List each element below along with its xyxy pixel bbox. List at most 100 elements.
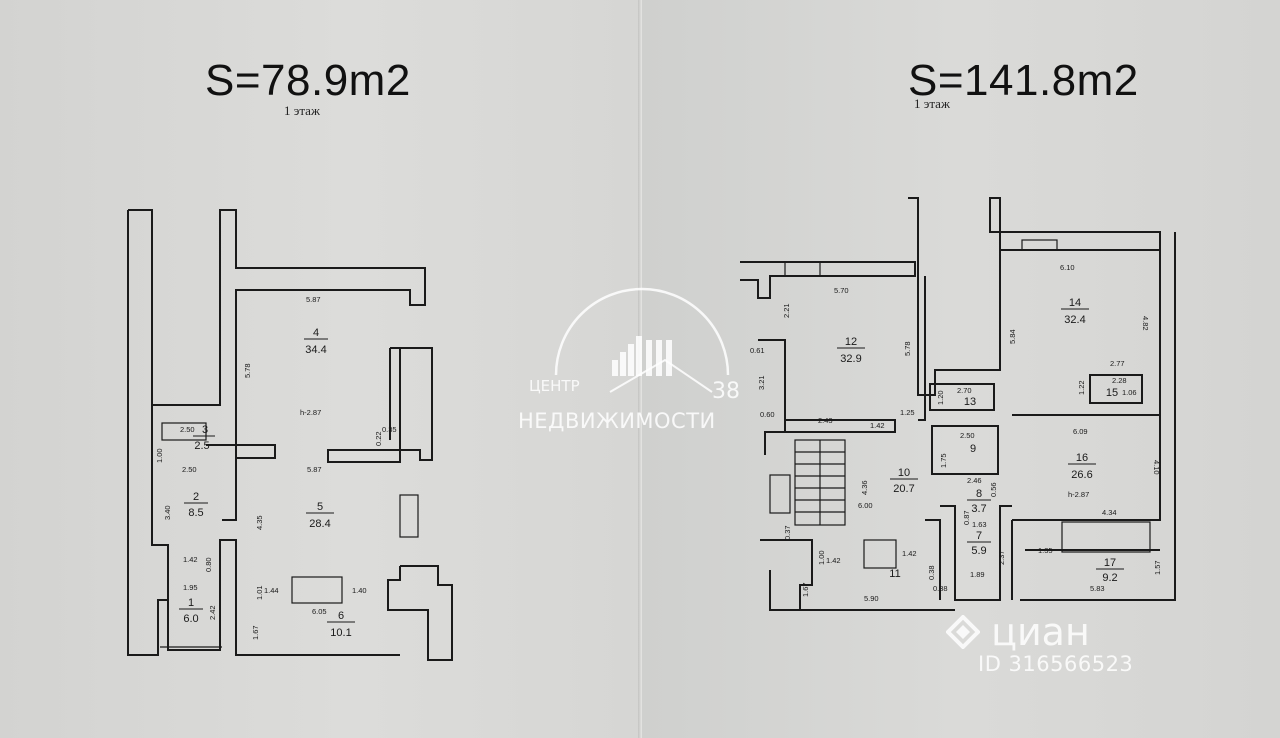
right-plan-column [863, 539, 897, 569]
left-plan-column [291, 576, 343, 604]
right-stairs-top [1021, 239, 1058, 251]
right-plan-wall [760, 539, 813, 611]
right-dim: 1.42 [902, 549, 917, 558]
right-plan-wall [940, 505, 1012, 601]
left-height-note: h-2.87 [300, 408, 321, 417]
svg-text:6.0: 6.0 [183, 613, 198, 625]
right-dim: 4.34 [1102, 508, 1117, 517]
right-dim: 1.20 [936, 390, 945, 405]
watermark-line2: НЕДВИЖИМОСТИ [518, 409, 716, 433]
right-dim: 0.60 [760, 410, 775, 419]
right-room-9-wall [931, 425, 999, 475]
svg-text:28.4: 28.4 [309, 518, 330, 530]
right-dim: 4.10 [1152, 460, 1161, 475]
right-dim: 6.10 [1060, 263, 1075, 272]
right-room-17: 17 9.2 [1096, 557, 1124, 584]
right-plan-wall [785, 419, 896, 433]
left-plan-column [399, 494, 419, 538]
right-plan-column [769, 474, 791, 514]
left-dim: 1.44 [264, 586, 279, 595]
right-dim: 0.87 [962, 510, 971, 525]
agency-watermark: ЦЕНТР 38 НЕДВИЖИМОСТИ [518, 287, 740, 433]
left-room-3: 3 2.5 [193, 424, 215, 452]
svg-text:7: 7 [976, 530, 982, 542]
right-floor-plan: 12 32.9 14 32.4 13 15 9 10 20.7 16 26.6 [740, 197, 1176, 611]
right-dim: 1.35 [1038, 546, 1053, 555]
right-room-16: 16 26.6 [1068, 452, 1096, 481]
right-dim: 2.28 [1112, 376, 1127, 385]
right-plan-column [1061, 521, 1151, 553]
left-floor-plan: 4 34.4 3 2.5 2 8.5 5 28.4 1 6.0 6 10.1 [127, 209, 453, 661]
left-dim: 1.00 [155, 448, 164, 463]
right-room-13-wall [929, 383, 995, 411]
right-dim: 1.67 [801, 582, 810, 597]
cian-watermark: циан [945, 610, 1090, 654]
right-dim: 0.38 [927, 565, 936, 580]
watermark-line1: ЦЕНТР [529, 377, 580, 395]
right-dim: 2.70 [957, 386, 972, 395]
right-area-title: S=141.8m2 [908, 56, 1139, 105]
right-plan-wall [908, 197, 1161, 420]
right-room-15: 15 [1106, 387, 1118, 399]
right-dim: 5.83 [1090, 584, 1105, 593]
right-room-10: 10 20.7 [890, 467, 918, 495]
svg-text:5.9: 5.9 [971, 545, 986, 557]
right-room-15-wall [1089, 374, 1143, 404]
right-dim: 5.90 [864, 594, 879, 603]
watermark-number: 38 [712, 379, 740, 404]
right-room-7: 7 5.9 [967, 530, 991, 557]
svg-text:5: 5 [317, 501, 323, 513]
svg-text:1: 1 [188, 597, 194, 609]
left-room-4: 4 34.4 [304, 327, 328, 356]
left-floor-label: 1 этаж [284, 103, 320, 118]
right-dim: 4.82 [1141, 316, 1150, 331]
right-dim: 2.50 [960, 431, 975, 440]
svg-text:20.7: 20.7 [893, 483, 914, 495]
svg-text:32.9: 32.9 [840, 353, 861, 365]
left-room-2: 2 8.5 [184, 491, 208, 519]
left-dim: 1.95 [183, 583, 198, 592]
right-dim: 1.75 [939, 453, 948, 468]
left-sheet [0, 0, 640, 738]
right-plan-wall [1020, 232, 1176, 601]
left-dim: 5.87 [307, 465, 322, 474]
right-room-8: 8 3.7 [967, 488, 991, 515]
right-dim: 0.56 [989, 482, 998, 497]
right-dim: 2.46 [967, 476, 982, 485]
right-dim: 1.22 [1077, 380, 1086, 395]
right-dim: 0.37 [783, 525, 792, 540]
right-dim: 2.37 [997, 550, 1006, 565]
right-stairs [794, 439, 846, 526]
svg-text:6: 6 [338, 610, 344, 622]
left-room-6: 6 10.1 [327, 610, 355, 639]
svg-text:8.5: 8.5 [188, 507, 203, 519]
left-plan-wall [327, 347, 433, 463]
right-dim: 1.42 [826, 556, 841, 565]
svg-text:13: 13 [964, 396, 976, 408]
svg-text:10.1: 10.1 [330, 627, 351, 639]
right-room-14: 14 32.4 [1061, 297, 1089, 326]
left-dim: 1.01 [255, 585, 264, 600]
right-dim: 4.36 [860, 480, 869, 495]
right-room-11: 11 [889, 568, 900, 580]
right-dim: 1.00 [817, 550, 826, 565]
left-plan-wall [206, 444, 276, 459]
cian-listing-id: ID 316566523 [978, 652, 1134, 676]
left-room-1: 1 6.0 [179, 597, 203, 625]
left-dim: 2.50 [180, 425, 195, 434]
left-dim: 0.80 [204, 557, 213, 572]
svg-text:11: 11 [889, 568, 900, 580]
left-plan-wall [387, 565, 453, 661]
right-dim: 5.84 [1008, 329, 1017, 344]
svg-text:10: 10 [898, 467, 910, 479]
left-dim: 6.05 [312, 607, 327, 616]
left-dim: 2.50 [182, 465, 197, 474]
right-stairs-top [784, 261, 821, 277]
right-dim: 1.25 [900, 408, 915, 417]
right-dim: 0.61 [750, 346, 765, 355]
left-area-title: S=78.9m2 [205, 56, 411, 105]
left-dim: 5.78 [243, 363, 252, 378]
left-plan-wall [161, 422, 207, 441]
right-plan-wall [740, 261, 916, 299]
